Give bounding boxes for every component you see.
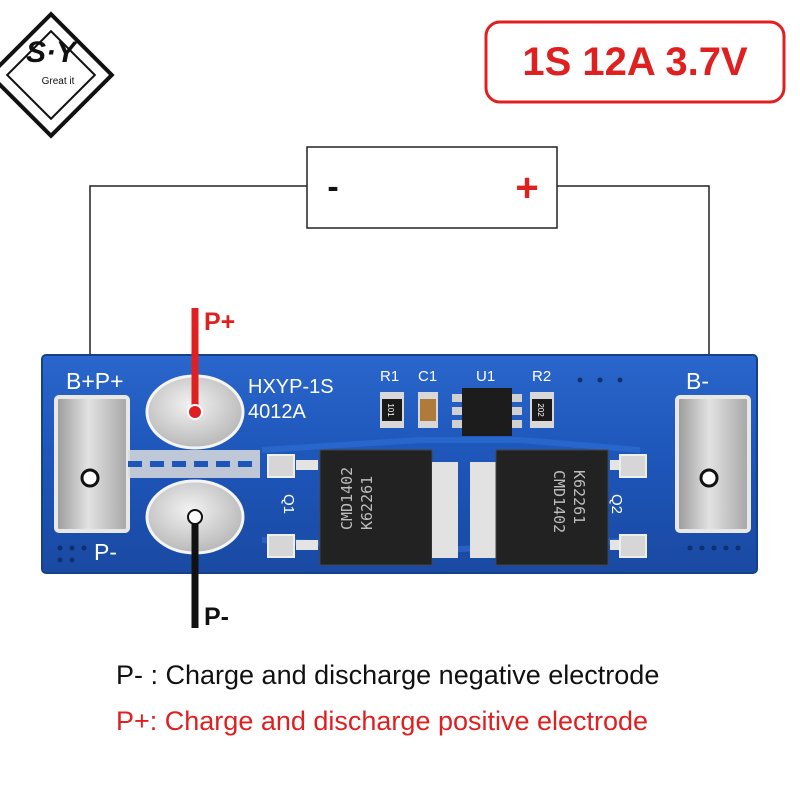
pcb-vias	[57, 377, 741, 563]
mosfet-q2: CMD1402 K62261	[470, 449, 647, 566]
mosfet-q1-code: K62261	[358, 476, 376, 530]
pad-b-plus-p-plus	[54, 395, 130, 533]
logo-tagline: Great it	[42, 76, 75, 87]
spec-badge-text: 1S 12A 3.7V	[522, 40, 748, 84]
silk-ref-r1: R1	[380, 368, 399, 385]
spec-badge: 1S 12A 3.7V	[484, 20, 786, 104]
mosfet-q2-code: K62261	[570, 470, 588, 524]
silk-b-plus-p-plus: B+P+	[66, 368, 124, 394]
caption-negative-electrode: P- : Charge and discharge negative elect…	[116, 660, 660, 690]
silk-ref-q2: Q2	[608, 494, 625, 514]
p-minus-wire: P-	[187, 509, 229, 631]
mosfet-q2-part: CMD1402	[550, 470, 568, 533]
p-plus-wire: P+	[187, 308, 235, 420]
resistor-r1-code: 101	[386, 403, 395, 417]
p-minus-wire-label: P-	[204, 603, 229, 631]
mosfet-q1-part: CMD1402	[338, 467, 356, 530]
right-pad-contact	[699, 468, 719, 488]
battery-minus-terminal: -	[327, 168, 338, 206]
silk-ref-q1: Q1	[280, 494, 297, 514]
silk-b-minus: B-	[686, 368, 709, 394]
logo-monogram: S·Y	[26, 36, 79, 69]
mosfet-q1: CMD1402 K62261	[267, 449, 458, 566]
pad-b-minus	[675, 395, 751, 533]
ic-u1	[452, 388, 522, 436]
capacitor-c1	[418, 392, 438, 428]
pcb-board: B+P+ B- P- HXYP-1S 4012A R1 C1 U1 R2 Q1 …	[41, 354, 758, 574]
resistor-r2: 202	[530, 392, 554, 428]
silk-model-line2: 4012A	[248, 401, 306, 423]
resistor-r2-code: 202	[536, 403, 545, 417]
silk-ref-u1: U1	[476, 368, 495, 385]
p-plus-wire-label: P+	[204, 308, 235, 336]
silk-ref-r2: R2	[532, 368, 551, 385]
left-pad-contact	[80, 468, 100, 488]
caption-positive-electrode: P+: Charge and discharge positive electr…	[116, 706, 649, 736]
silk-ref-c1: C1	[418, 368, 437, 385]
brand-logo: S·Y Great it	[0, 11, 115, 139]
battery-symbol: - +	[306, 146, 558, 229]
battery-plus-terminal: +	[515, 166, 538, 210]
silk-model-line1: HXYP-1S	[248, 376, 334, 398]
silk-p-minus: P-	[94, 539, 117, 565]
resistor-r1: 101	[380, 392, 404, 428]
